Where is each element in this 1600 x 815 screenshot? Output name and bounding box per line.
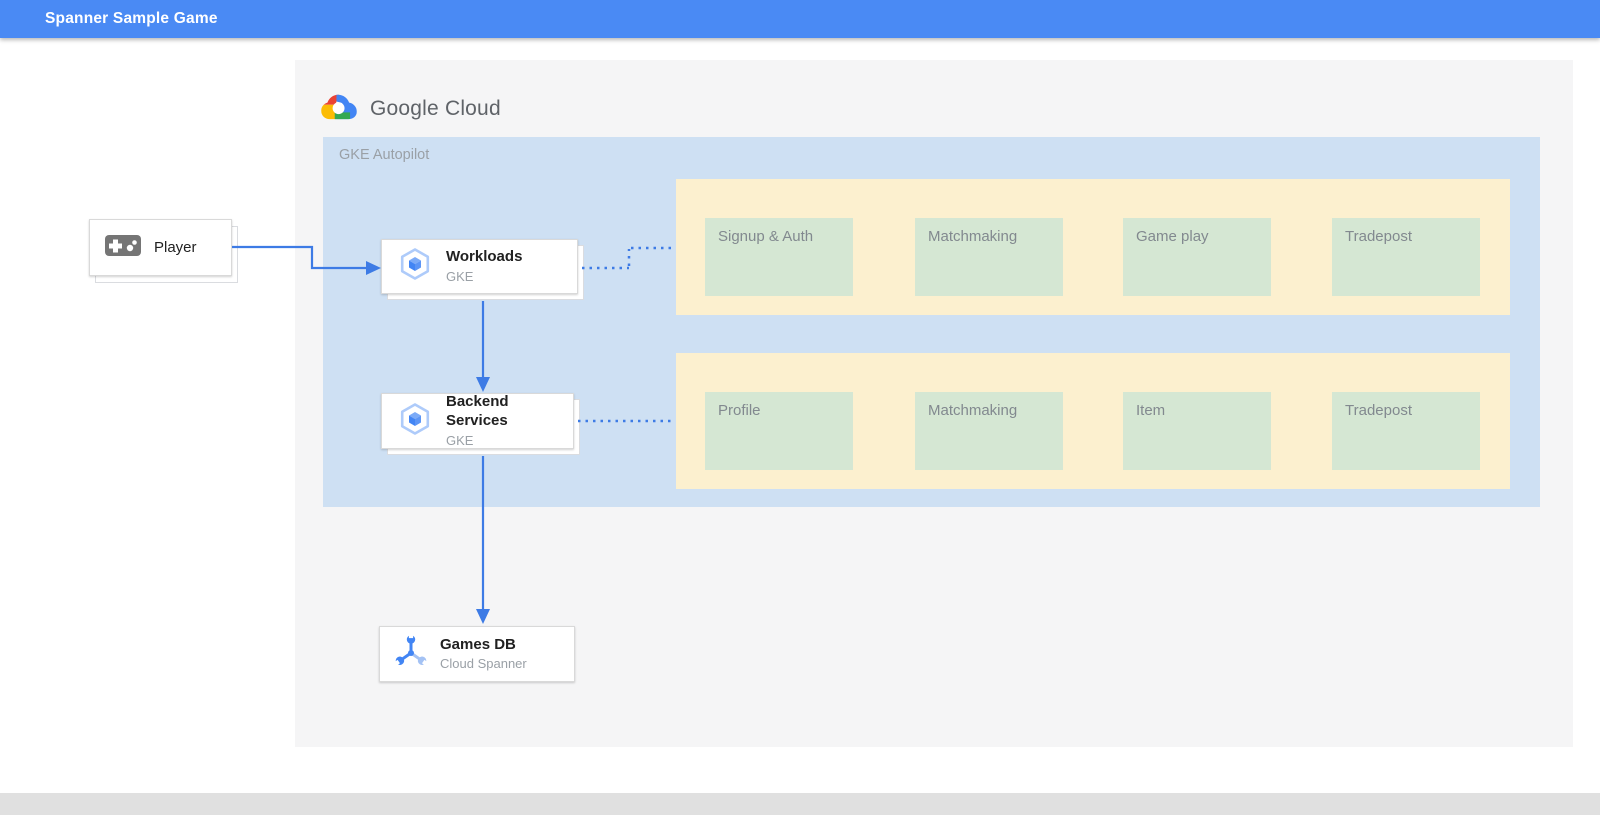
node-backend-sublabel: GKE	[446, 432, 474, 448]
service-box: Item	[1123, 392, 1271, 470]
gke-icon	[397, 246, 433, 287]
google-cloud-wordmark: Google Cloud	[370, 97, 501, 120]
service-label: Signup & Auth	[718, 228, 814, 245]
node-player-label: Player	[154, 238, 197, 256]
service-box: Signup & Auth	[705, 218, 853, 296]
node-games-db: Games DB Cloud Spanner	[379, 626, 575, 682]
service-label: Profile	[718, 402, 761, 419]
cloud-spanner-icon	[393, 633, 429, 675]
service-label: Tradepost	[1345, 228, 1412, 245]
node-gamesdb-sublabel: Cloud Spanner	[440, 656, 527, 672]
gamepad-icon	[105, 234, 141, 261]
service-box: Game play	[1123, 218, 1271, 296]
service-box: Profile	[705, 392, 853, 470]
service-group-row2: Profile Matchmaking Item Tradepost	[676, 353, 1510, 489]
node-workloads-sublabel: GKE	[446, 268, 474, 284]
node-workloads: Workloads GKE	[381, 239, 578, 294]
node-backend-label: Backend Services	[446, 393, 509, 429]
google-cloud-logo: Google Cloud	[318, 92, 501, 126]
service-label: Item	[1136, 402, 1166, 419]
google-cloud-icon	[321, 94, 357, 120]
service-box: Matchmaking	[915, 218, 1063, 296]
node-player: Player	[89, 219, 232, 276]
app-header: Spanner Sample Game	[0, 0, 1600, 38]
node-backend-services: Backend Services GKE	[381, 393, 574, 449]
service-label: Tradepost	[1345, 402, 1412, 419]
service-box: Tradepost	[1332, 392, 1480, 470]
app-title: Spanner Sample Game	[45, 10, 218, 27]
node-workloads-label: Workloads	[446, 248, 523, 265]
service-label: Game play	[1136, 228, 1209, 245]
service-group-row1: Signup & Auth Matchmaking Game play Trad…	[676, 179, 1510, 315]
gke-icon	[397, 401, 433, 442]
node-gamesdb-label: Games DB	[440, 635, 516, 653]
page-bottom-strip	[0, 793, 1600, 815]
service-box: Matchmaking	[915, 392, 1063, 470]
gke-autopilot-label: GKE Autopilot	[339, 147, 430, 163]
service-box: Tradepost	[1332, 218, 1480, 296]
service-label: Matchmaking	[928, 228, 1018, 245]
service-label: Matchmaking	[928, 402, 1018, 419]
